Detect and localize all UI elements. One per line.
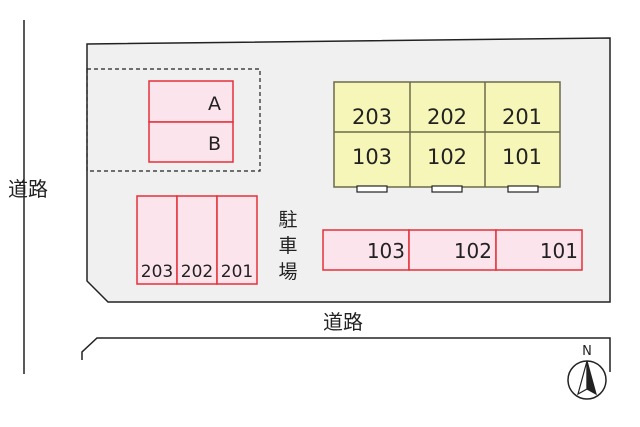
unit-label: 201 (502, 105, 542, 129)
bike-slot-a-label: A (208, 93, 221, 115)
apartment-building: 203 202 201 103 102 101 (333, 81, 561, 193)
parking-space-label: 203 (141, 262, 173, 282)
parking-space (176, 195, 218, 285)
parking-space-label: 202 (181, 262, 213, 282)
south-road-label: 道路 (323, 310, 363, 334)
parking-space-label: 101 (540, 239, 578, 263)
parking-south: 103 102 101 (322, 229, 583, 271)
parking-label-char: 場 (278, 261, 297, 283)
bike-slot-b (148, 121, 234, 163)
north-arrow-icon: N (567, 344, 607, 400)
building-outline (333, 81, 561, 188)
entrance-step (507, 185, 539, 193)
unit-label: 102 (427, 145, 467, 169)
parking-space (136, 195, 178, 285)
west-road-label: 道路 (8, 177, 48, 201)
south-road-edge (81, 337, 611, 372)
parking-label-char: 駐 (278, 209, 297, 231)
compass-label: N (582, 344, 592, 359)
unit-label: 203 (352, 105, 392, 129)
unit-label: 103 (352, 145, 392, 169)
parking-west: 203 202 201 (136, 195, 258, 285)
entrance-step (431, 185, 463, 193)
bike-slot-b-label: B (208, 133, 221, 155)
parking-space (408, 229, 497, 271)
parking-space-label: 102 (454, 239, 492, 263)
entrance-step (356, 185, 388, 193)
parking-space (495, 229, 583, 271)
unit-label: 202 (427, 105, 467, 129)
parking-space-label: 103 (367, 239, 405, 263)
unit-label: 101 (502, 145, 542, 169)
bike-slot-a (148, 80, 234, 123)
parking-space (322, 229, 410, 271)
parking-space-label: 201 (221, 262, 253, 282)
bike-area-outline (86, 68, 261, 172)
parking-label-char: 車 (278, 235, 297, 257)
parking-space (216, 195, 258, 285)
